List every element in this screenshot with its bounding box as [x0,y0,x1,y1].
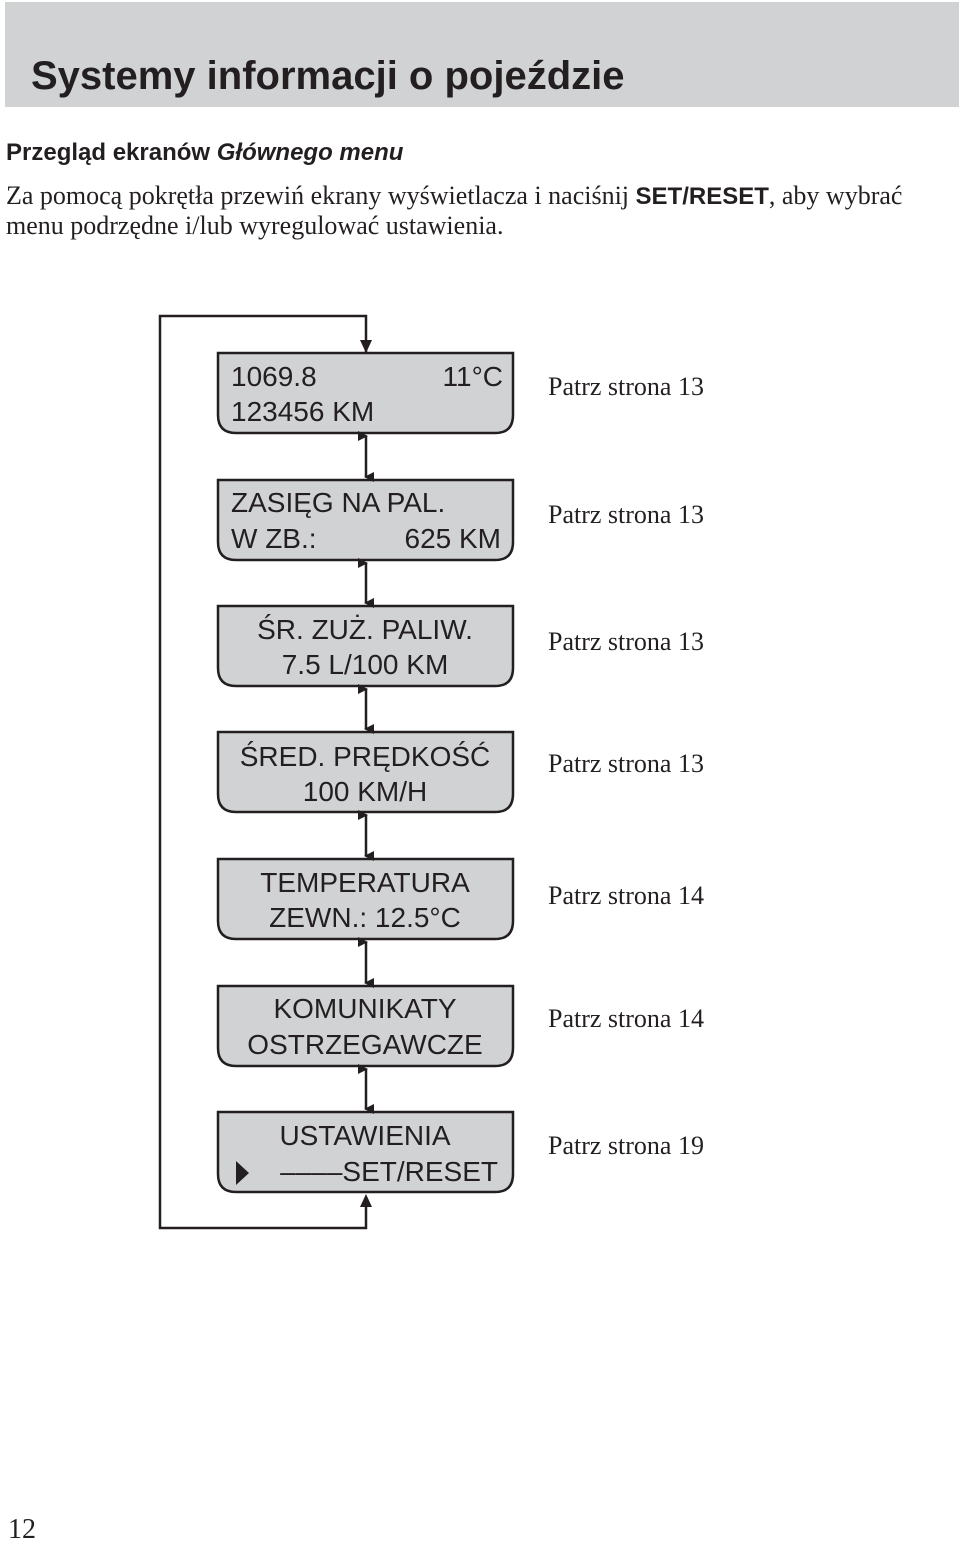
loop-line [158,314,368,1230]
header-band [5,2,959,107]
intro-paragraph: Za pomocą pokrętła przewiń ekrany wyświe… [6,181,936,240]
screen-settings-line2: ––––SET/RESET [280,1156,498,1187]
display-screen-outside-temperature: TEMPERATURA ZEWN.: 12.5°C [216,857,515,941]
screen-settings-line1: USTAWIENIA [279,1120,450,1151]
display-screen-trip: 1069.8 11°C 123456 KM [216,351,515,435]
intro-text-before: Za pomocą pokrętła przewiń ekrany wyświe… [6,181,636,210]
display-screen-range: ZASIĘG NA PAL. W ZB.: 625 KM [216,478,515,562]
page-number: 12 [8,1514,36,1545]
page-reference: Patrz strona 13 [548,372,704,401]
screen-speed-line2: 100 KM/H [303,776,428,807]
screen-fuel-line1: ŚR. ZUŻ. PALIW. [257,613,473,645]
page-reference: Patrz strona 13 [548,500,704,529]
section-heading-plain: Przegląd ekranów [6,139,217,166]
page-reference: Patrz strona 14 [548,881,704,910]
screen-temp-line2: ZEWN.: 12.5°C [269,902,461,933]
display-screen-average-speed: ŚRED. PRĘDKOŚĆ 100 KM/H [216,730,515,814]
screen-outside-temp: 11°C [443,361,503,392]
page-reference: Patrz strona 14 [548,1004,704,1033]
intro-text-after: , aby wybrać menu podrzędne i/lub wyregu… [6,181,903,240]
screen-odometer-total: 123456 KM [231,396,374,427]
screen-odometer-trip: 1069.8 [231,361,317,392]
play-triangle-icon [236,1161,249,1185]
screen-range-label: W ZB.: [231,523,317,554]
section-heading-italic: Głównego menu [216,139,404,166]
page-reference: Patrz strona 13 [548,749,704,778]
screen-speed-line1: ŚRED. PRĘDKOŚĆ [240,740,491,772]
page-title: Systemy informacji o pojeździe [31,54,625,98]
display-screen-fuel-economy: ŚR. ZUŻ. PALIW. 7.5 L/100 KM [216,604,515,688]
display-screen-warnings: KOMUNIKATY OSTRZEGAWCZE [216,984,515,1068]
page-reference: Patrz strona 13 [548,627,704,656]
screen-warnings-line1: KOMUNIKATY [273,993,456,1024]
intro-key-label: SET/RESET [635,183,769,210]
loop-arrow-up [360,1194,372,1207]
screen-warnings-line2: OSTRZEGAWCZE [247,1029,482,1060]
screen-temp-line1: TEMPERATURA [260,867,470,898]
screen-range-line1: ZASIĘG NA PAL. [231,487,445,518]
page-reference: Patrz strona 19 [548,1131,704,1160]
screen-range-value: 625 KM [405,523,502,554]
screen-fuel-line2: 7.5 L/100 KM [282,649,449,680]
loop-arrow-down [360,340,372,353]
section-heading: Przegląd ekranów Głównego menu [6,138,403,168]
display-screen-settings: USTAWIENIA ––––SET/RESET [216,1110,515,1194]
